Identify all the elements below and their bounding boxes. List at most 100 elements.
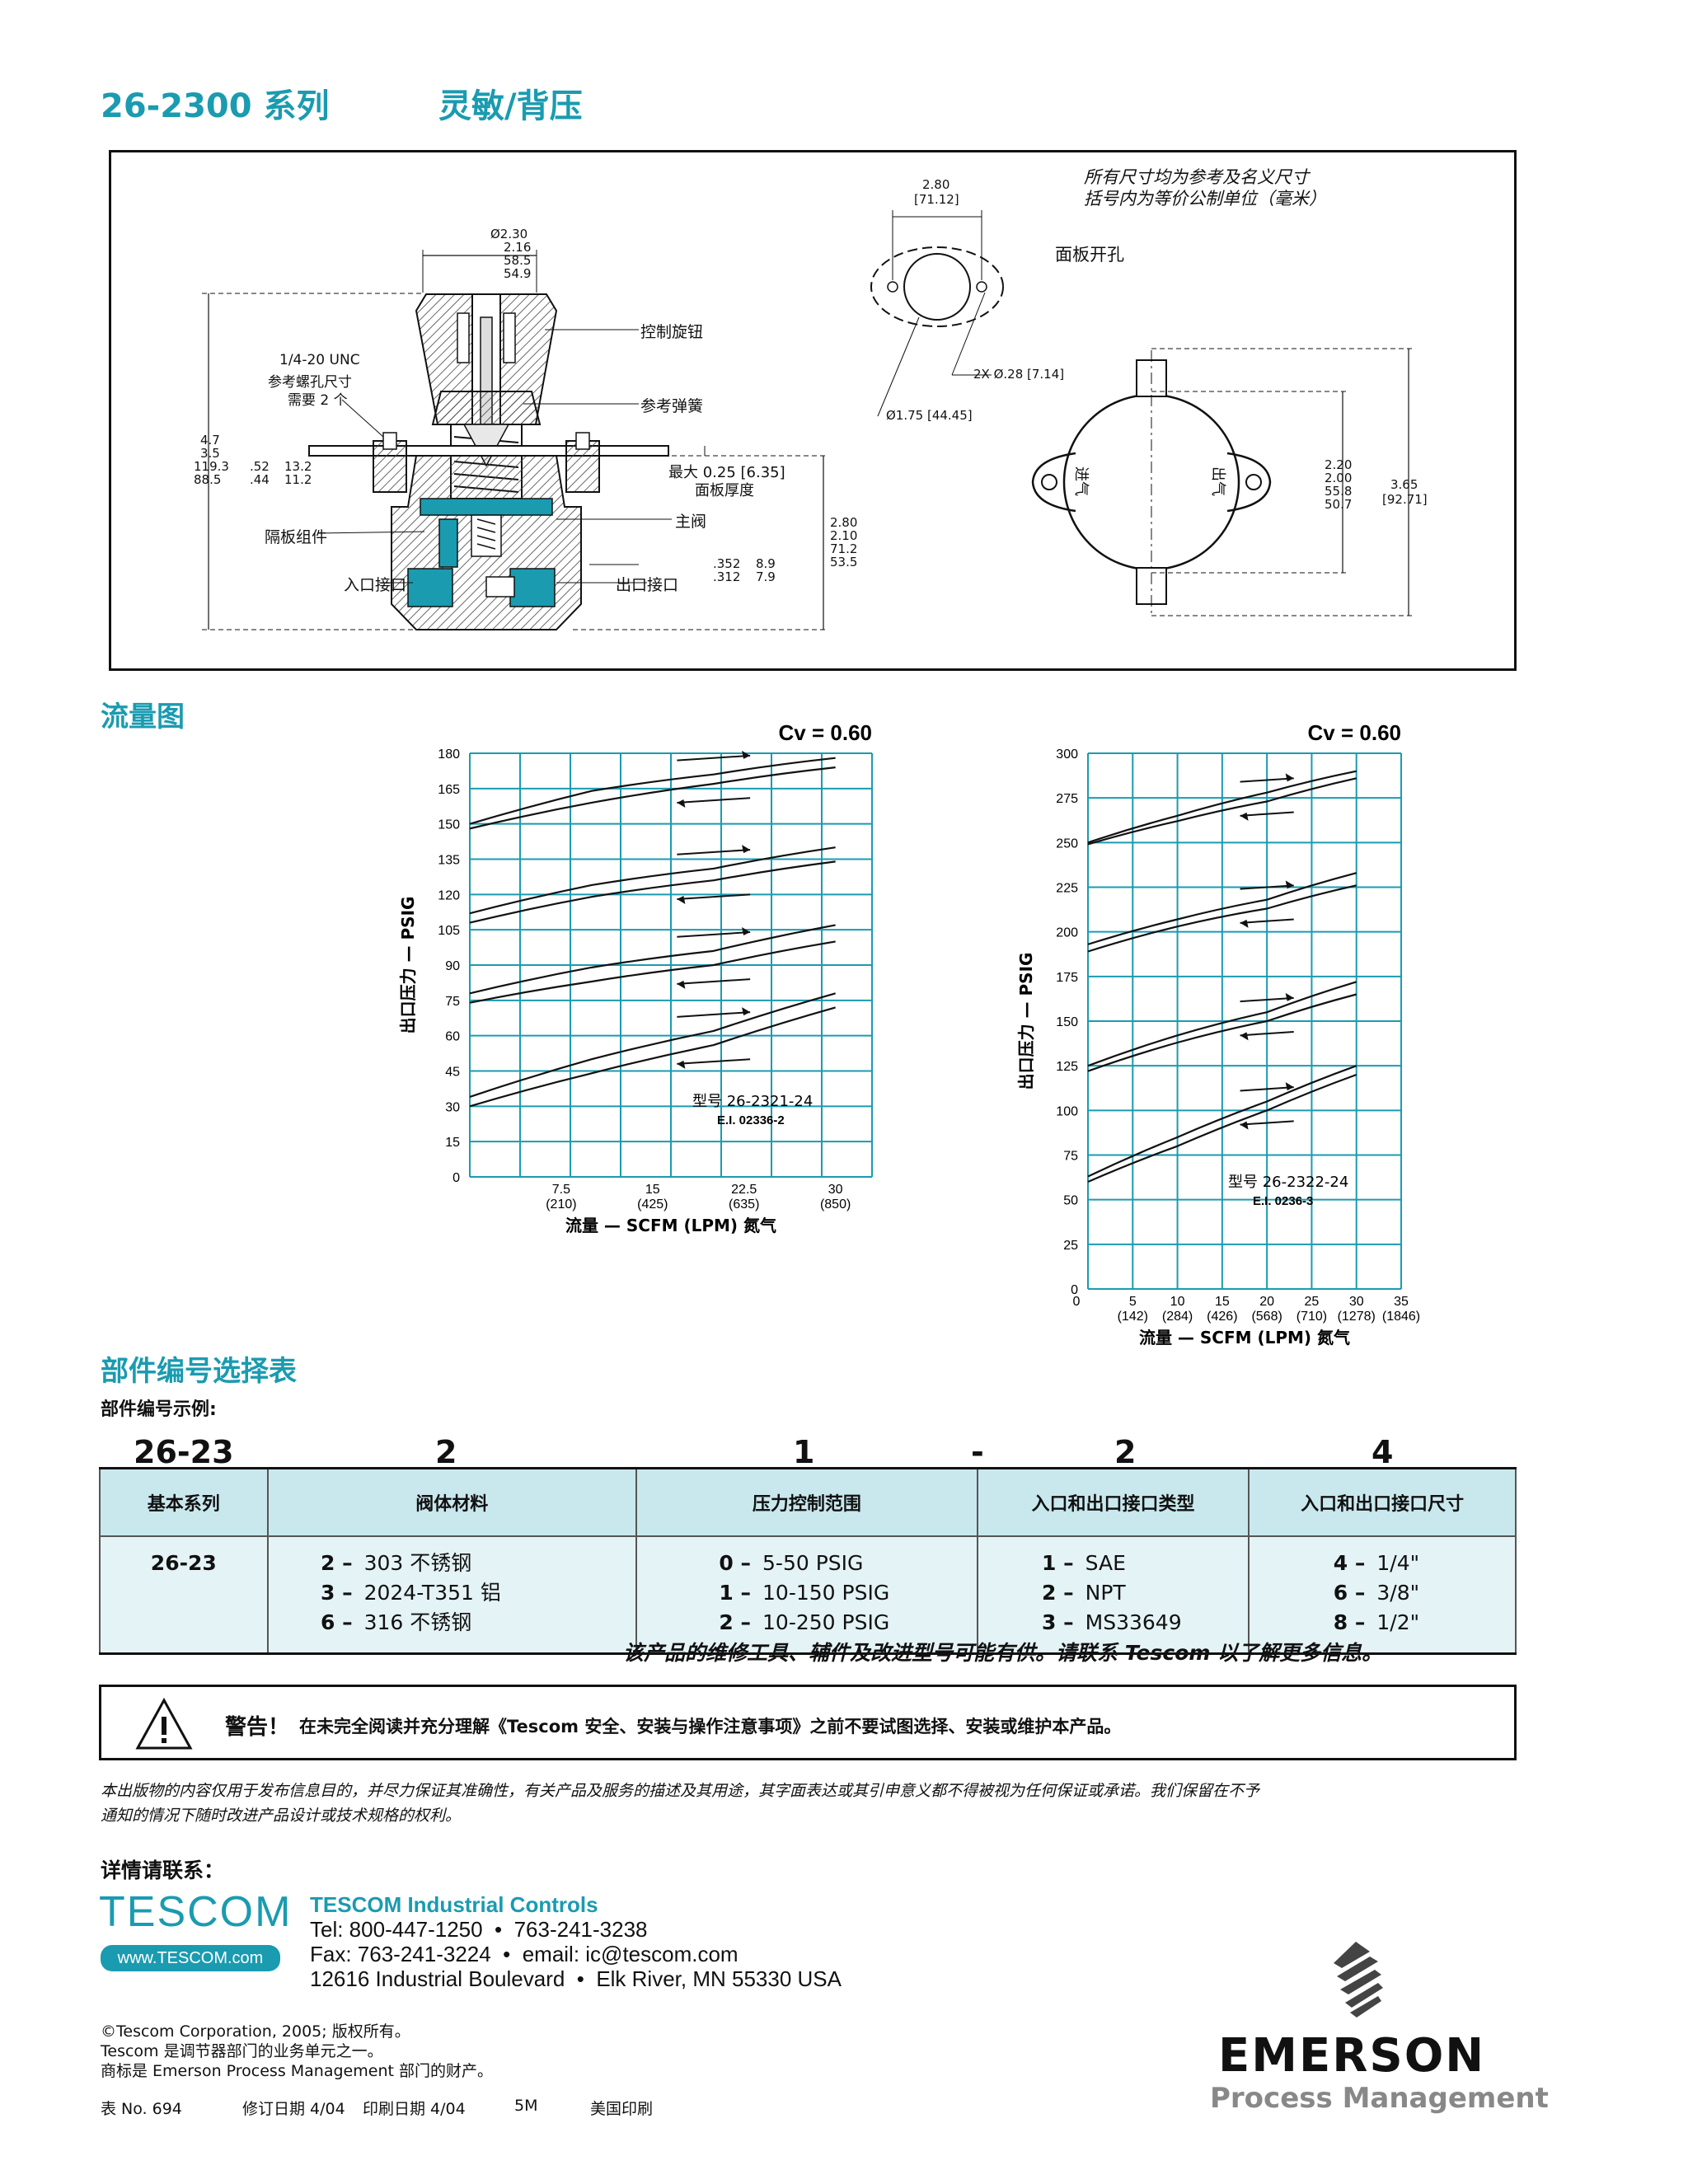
outlet-mark: 出气 (1209, 466, 1226, 496)
regulator-cross-section (202, 210, 1414, 630)
y-tick-label: 100 (1056, 1104, 1078, 1118)
decreasing-arrow (1240, 1031, 1294, 1037)
warning-icon (135, 1697, 193, 1750)
decreasing-arrow (677, 978, 751, 985)
x-tick-label: 25 (1305, 1295, 1320, 1309)
increasing-arrow-head (1285, 880, 1294, 889)
list-item: 3 –MS33649 (1042, 1610, 1182, 1634)
flow-curve-down (1087, 884, 1357, 953)
footer-qty: 5M (514, 2097, 538, 2115)
cutout-holes: 2X Ø.28 [7.14] (973, 367, 1065, 382)
increasing-arrow (1240, 777, 1294, 783)
x-tick-label-metric: (142) (1118, 1310, 1148, 1324)
dimension-note-1: 所有尺寸均为参考及名义尺寸 (1084, 167, 1309, 187)
dim-port-4: 7.9 (756, 569, 776, 584)
dim-panel-4: 11.2 (284, 472, 312, 487)
x-tick-label-metric: (426) (1207, 1310, 1237, 1324)
cutout-width-1: 2.80 (922, 177, 950, 192)
header-pressure-range: 压力控制范围 (635, 1467, 978, 1537)
dim-body-1: 2.80 (830, 515, 858, 530)
dim-top-dia-3: 58.5 (504, 253, 532, 268)
flow-curve-down (469, 766, 836, 830)
decreasing-arrow (677, 893, 751, 901)
y-tick-label: 0 (452, 1171, 460, 1185)
unc-label-3: 需要 2 个 (288, 392, 348, 409)
y-tick-label: 300 (1056, 748, 1078, 762)
x-tick-label-metric: (284) (1162, 1310, 1193, 1324)
list-item: 1 –SAE (1042, 1551, 1126, 1575)
x-tick-label-metric: (425) (637, 1197, 668, 1212)
x-tick-label-metric: (1278) (1338, 1310, 1376, 1324)
bottom-dim-1: 2.20 (1325, 457, 1353, 472)
panel-thickness-1: 最大 0.25 [6.35] (668, 464, 785, 481)
dim-height-1: 4.7 (200, 433, 220, 448)
list-item: 2 –10-250 PSIG (719, 1610, 890, 1634)
list-item: 4 –1/4" (1333, 1551, 1420, 1575)
flow-curve-down (1087, 1073, 1357, 1183)
y-axis-label: 出口压力 — PSIG (398, 897, 418, 1034)
flow-curve-up (469, 846, 836, 915)
x-tick-label-metric: (1846) (1382, 1310, 1420, 1324)
footer-line-2: Tescom 是调节器部门的业务单元之一。 (101, 2042, 383, 2060)
cv-label: Cv = 0.60 (1308, 720, 1401, 745)
spring-label: 参考弹簧 (640, 397, 704, 415)
x-tick-label: 35 (1394, 1295, 1409, 1309)
y-axis-label: 出口压力 — PSIG (1016, 953, 1036, 1090)
y-tick-label: 200 (1056, 926, 1078, 940)
technical-drawing: 所有尺寸均为参考及名义尺寸 括号内为等价公制单位（毫米） 面板开孔 控制旋钮 参… (109, 150, 1517, 671)
disclaimer-line-2: 通知的情况下随时改进产品设计或技术规格的权利。 (101, 1807, 462, 1825)
decreasing-arrow (1240, 918, 1294, 924)
flow-curve-down (1087, 777, 1357, 846)
header-body-material: 阀体材料 (266, 1467, 638, 1537)
y-tick-label: 0 (1071, 1283, 1078, 1297)
increasing-arrow (677, 849, 751, 855)
dim-top-dia-2: 2.16 (504, 240, 532, 255)
warning-box: 警告！ 在未完全阅读并充分理解《Tescom 安全、安装与操作注意事项》之前不要… (99, 1685, 1517, 1760)
cv-label: Cv = 0.60 (779, 720, 872, 745)
dim-port-1: .352 (713, 556, 741, 571)
tescom-url[interactable]: www.TESCOM.com (101, 1945, 280, 1971)
x-tick-label: 10 (1170, 1295, 1185, 1309)
contact-heading: 详情请联系： (101, 1858, 225, 1882)
part-code-dash: - (971, 1434, 984, 1470)
dim-port-2: .312 (713, 569, 741, 584)
warning-text: 在未完全阅读并充分理解《Tescom 安全、安装与操作注意事项》之前不要试图选择… (299, 1717, 1122, 1736)
disclaimer-line-1: 本出版物的内容仅用于发布信息目的，并尽力保证其准确性，有关产品及服务的描述及其用… (101, 1782, 1260, 1800)
footer-revised: 修订日期 4/04 (242, 2100, 345, 2118)
dim-panel-3: 13.2 (284, 459, 312, 474)
increasing-arrow-head (742, 750, 751, 759)
dim-panel-2: .44 (250, 472, 270, 487)
part-code-base: 26-23 (134, 1434, 234, 1470)
inlet-mark: 进气 (1072, 466, 1090, 496)
decreasing-arrow-head (1240, 1121, 1249, 1130)
decreasing-arrow-head (677, 980, 686, 989)
increasing-arrow-head (742, 927, 751, 936)
service-note: 该产品的维修工具、辅件及改进型号可能有供。请联系 Tescom 以了解更多信息。 (623, 1641, 1383, 1665)
x-axis-label: 流量 — SCFM (LPM) 氮气 (1139, 1328, 1350, 1347)
flow-curve-up (1087, 872, 1357, 945)
dim-body-4: 53.5 (830, 555, 858, 569)
decreasing-arrow-head (677, 1060, 686, 1069)
x-tick-label: 20 (1259, 1295, 1274, 1309)
list-item: 2 –NPT (1042, 1581, 1126, 1605)
y-tick-label: 60 (445, 1030, 460, 1044)
x-tick-label: 22.5 (731, 1183, 757, 1197)
footer-printed: 印刷日期 4/04 (363, 2100, 466, 2118)
x-tick-label-metric: (210) (546, 1197, 576, 1212)
part-code-pressure: 1 (793, 1434, 815, 1470)
increasing-arrow (1240, 996, 1294, 1003)
tescom-logo: TESCOM (99, 1888, 293, 1936)
list-item: 6 –316 不锈钢 (320, 1610, 472, 1634)
list-item: 1 –10-150 PSIG (719, 1581, 890, 1605)
x-tick-label: 5 (1129, 1295, 1137, 1309)
x-tick-label-metric: (850) (820, 1197, 851, 1212)
decreasing-arrow-head (677, 896, 686, 905)
y-tick-label: 120 (438, 888, 460, 902)
increasing-arrow (1240, 1086, 1294, 1092)
emerson-name: EMERSON (1218, 2029, 1486, 2083)
unc-label-1: 1/4-20 UNC (279, 352, 360, 368)
flow-curve-up (1087, 1065, 1357, 1178)
x-tick-label: 15 (645, 1183, 660, 1197)
x-axis-label: 流量 — SCFM (LPM) 氮气 (565, 1216, 776, 1235)
increasing-arrow (677, 1011, 751, 1018)
